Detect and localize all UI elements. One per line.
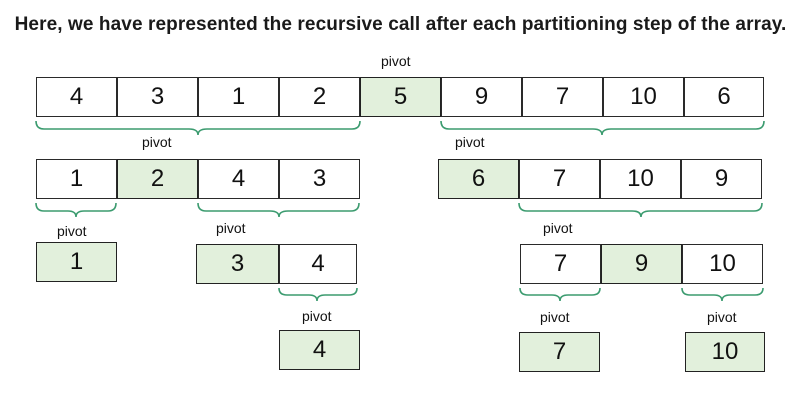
pivot-cell: 10 (685, 332, 765, 372)
array-cell: 1 (36, 159, 117, 199)
pivot-label: pivot (216, 220, 246, 236)
brace-left-partition (35, 120, 361, 136)
brace-subarray (278, 287, 358, 302)
pivot-label: pivot (57, 223, 87, 239)
pivot-cell: 3 (196, 244, 279, 284)
array-cell: 10 (682, 244, 763, 284)
array-cell: 10 (603, 77, 684, 117)
pivot-cell: 5 (360, 77, 441, 117)
array-cell: 9 (441, 77, 522, 117)
brace-subarray (35, 202, 117, 218)
pivot-cell: 9 (601, 244, 682, 284)
brace-right-partition (440, 120, 765, 136)
array-cell: 7 (520, 244, 601, 284)
array-cell: 2 (279, 77, 360, 117)
pivot-cell: 4 (279, 330, 360, 370)
brace-subarray (681, 287, 764, 302)
array-cell: 4 (36, 77, 117, 117)
pivot-label: pivot (707, 309, 737, 325)
array-cell: 1 (198, 77, 279, 117)
pivot-label: pivot (142, 134, 172, 150)
array-cell: 4 (198, 159, 279, 199)
brace-subarray (197, 202, 360, 218)
pivot-cell: 7 (519, 332, 600, 372)
pivot-cell: 2 (117, 159, 198, 199)
pivot-label: pivot (302, 308, 332, 324)
pivot-cell: 1 (36, 242, 117, 282)
array-cell: 6 (684, 77, 764, 117)
pivot-label: pivot (540, 309, 570, 325)
array-cell: 9 (681, 159, 762, 199)
diagram-title: Here, we have represented the recursive … (14, 14, 787, 35)
brace-subarray (518, 202, 763, 218)
array-cell: 3 (279, 159, 360, 199)
array-cell: 7 (522, 77, 603, 117)
array-cell: 4 (279, 244, 357, 284)
pivot-label: pivot (543, 220, 573, 236)
brace-subarray (519, 287, 601, 302)
pivot-label: pivot (455, 134, 485, 150)
pivot-label: pivot (381, 53, 411, 69)
array-cell: 3 (117, 77, 198, 117)
pivot-cell: 6 (438, 159, 519, 199)
array-cell: 7 (519, 159, 600, 199)
array-cell: 10 (600, 159, 681, 199)
